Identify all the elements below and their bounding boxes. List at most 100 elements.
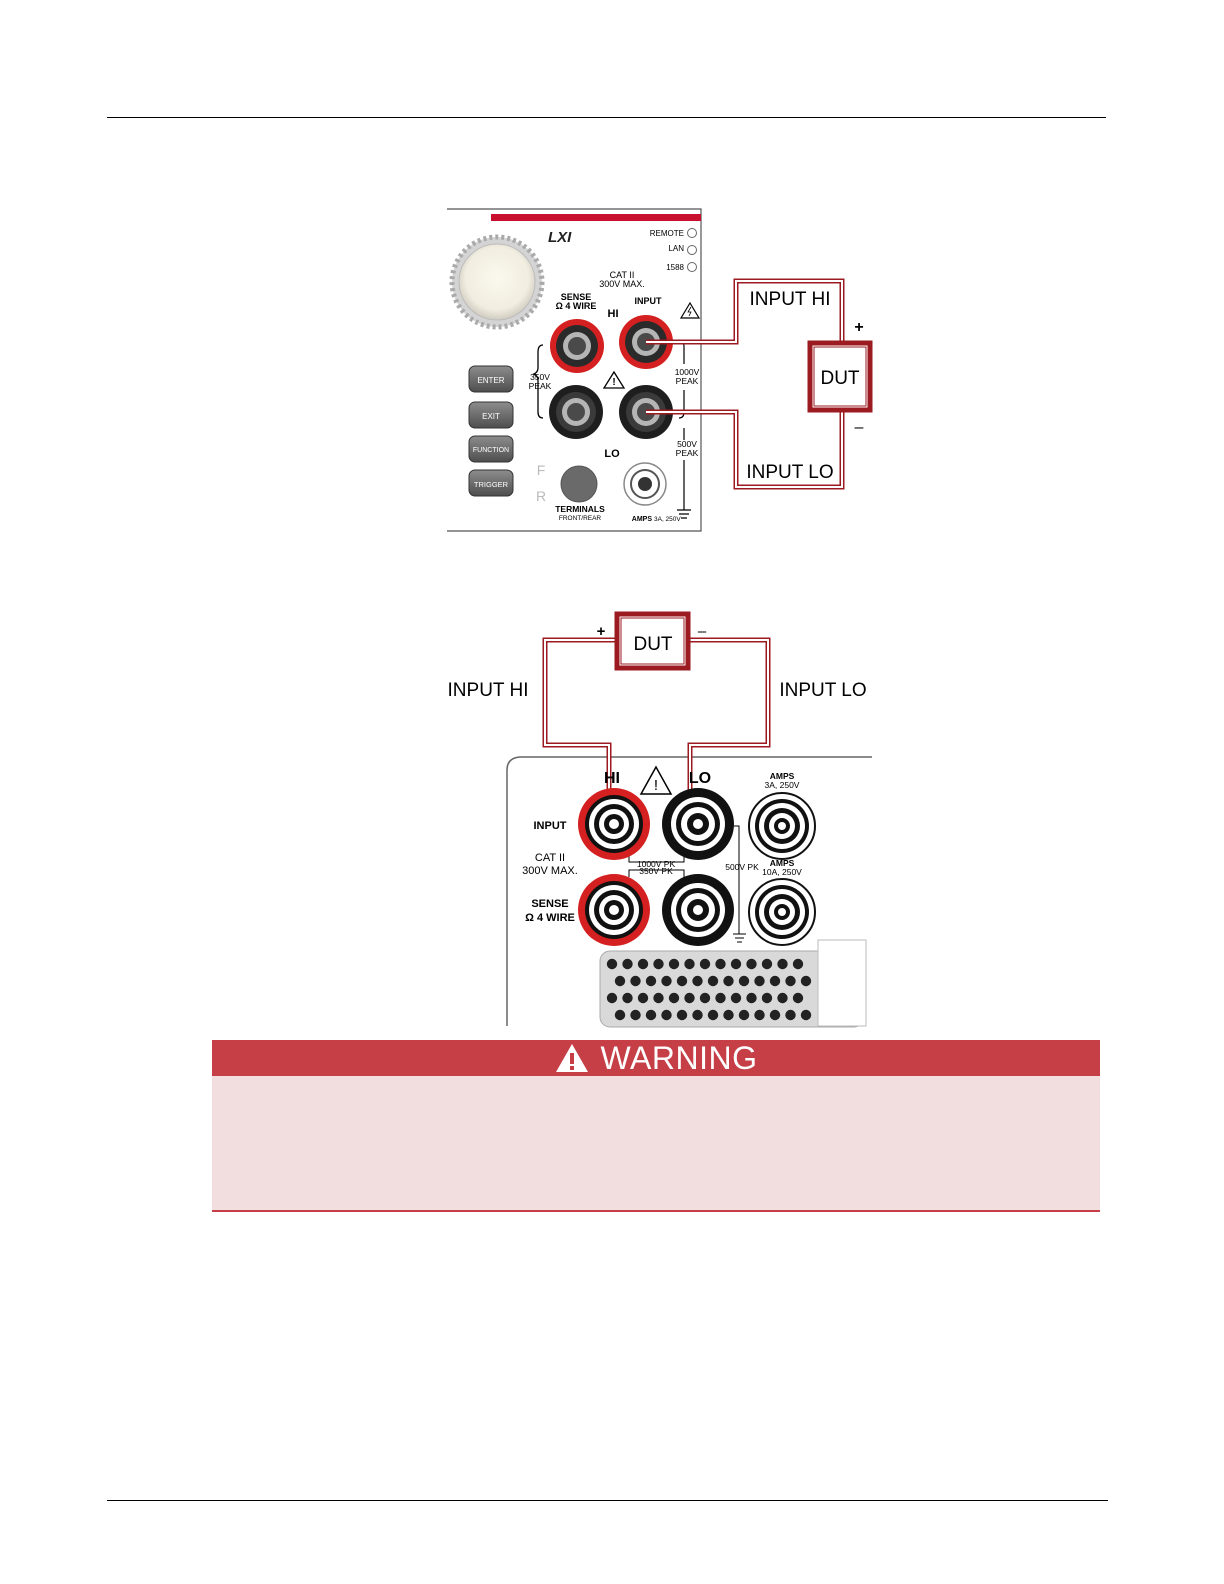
- vent-hole: [723, 975, 734, 987]
- vent-hole: [715, 958, 726, 970]
- rear-hi-label: HI: [604, 770, 620, 787]
- hi-label: HI: [608, 308, 619, 320]
- amps-label: AMPS: [632, 516, 653, 523]
- rear-input-hi-jack: [578, 788, 650, 860]
- rear-dut-label: DUT: [633, 634, 672, 655]
- function-button-label: FUNCTION: [473, 447, 509, 454]
- vent-hole: [606, 958, 618, 970]
- bracket-1000v-pk: [628, 855, 685, 863]
- amps-top-rating: 3A, 250V: [765, 780, 800, 790]
- front-plus-label: +: [854, 319, 863, 336]
- vent-hole: [769, 975, 781, 987]
- rear-sense-lo-jack: [662, 874, 734, 946]
- rear-sense-label-2: Ω 4 WIRE: [525, 912, 575, 924]
- vent-hole: [692, 1009, 703, 1021]
- indicator-remote-label: REMOTE: [650, 229, 684, 238]
- navigation-knob-icon: [458, 243, 536, 321]
- vent-hole: [792, 992, 804, 1004]
- peak1000-label-2: PEAK: [676, 376, 699, 386]
- front-minus-label: –: [855, 419, 864, 436]
- vent-hole: [723, 1009, 734, 1021]
- rear-amps-10a-jack: [748, 878, 816, 946]
- vent-hole: [777, 958, 788, 970]
- vent-hole: [637, 992, 649, 1004]
- rear-input-hi-label: INPUT HI: [448, 680, 529, 701]
- trigger-button-label: TRIGGER: [474, 480, 509, 489]
- trigger-button[interactable]: TRIGGER: [468, 469, 514, 497]
- vent-hole: [785, 975, 796, 987]
- rear-cat-label-1: CAT II: [535, 852, 565, 864]
- vent-hole: [746, 992, 757, 1004]
- rear-dut-box: DUT: [614, 611, 691, 671]
- rear-cat-label-2: 300V MAX.: [522, 865, 578, 877]
- rear-plus-label: +: [597, 623, 606, 640]
- vent-hole: [661, 1009, 672, 1021]
- vent-hole: [676, 975, 688, 987]
- rear-input-lo-jack: [662, 788, 734, 860]
- warning-header: WARNING: [212, 1040, 1100, 1076]
- amps-bottom-rating: 10A, 250V: [762, 867, 802, 877]
- bracket-350v: [532, 344, 544, 419]
- footer-rule: [107, 1500, 1108, 1501]
- vent-hole: [754, 975, 765, 987]
- vent-hole: [785, 1009, 796, 1021]
- rear-amps-3a-jack: [748, 792, 816, 860]
- vent-hole: [707, 975, 719, 987]
- rear-terminal-letter: R: [536, 488, 546, 504]
- lightning-warning-icon: [679, 301, 701, 319]
- warning-body: [212, 1076, 1100, 1212]
- vent-hole: [637, 958, 649, 970]
- exit-button[interactable]: EXIT: [468, 401, 514, 429]
- vent-hole: [730, 992, 742, 1004]
- sense-lo-jack: [549, 385, 603, 439]
- front-rear-label: FRONT/REAR: [559, 515, 602, 522]
- vent-hole: [653, 992, 664, 1004]
- vent-hole: [622, 992, 633, 1004]
- peak1000-label-1: 1000V: [675, 367, 700, 377]
- vent-hole: [622, 958, 633, 970]
- enter-button[interactable]: ENTER: [468, 365, 514, 393]
- warning-triangle-icon: [555, 1044, 588, 1072]
- front-dut-label: DUT: [820, 368, 859, 389]
- function-button[interactable]: FUNCTION: [468, 435, 514, 463]
- front-terminal-letter: F: [537, 462, 546, 478]
- pk350-label: 350V PK: [639, 866, 673, 876]
- vent-hole: [692, 975, 703, 987]
- warning-triangle-icon: [602, 370, 626, 389]
- vent-hole: [684, 958, 695, 970]
- amps-rating-label: 3A, 250V: [654, 516, 681, 523]
- vent-hole: [707, 1009, 719, 1021]
- vent-hole: [661, 975, 672, 987]
- vent-hole: [676, 1009, 688, 1021]
- rear-sense-hi-jack: [578, 874, 650, 946]
- remote-indicator-icon: [687, 228, 697, 238]
- vent-hole: [761, 992, 773, 1004]
- peak350-label-1: 350V: [530, 372, 550, 382]
- front-dut-box: DUT: [807, 340, 873, 413]
- rear-warning-triangle-icon: [639, 765, 673, 795]
- rear-lo-label: LO: [689, 770, 711, 787]
- vent-hole: [653, 958, 664, 970]
- lxi-logo: LXI: [548, 229, 572, 246]
- terminals-switch-button[interactable]: [560, 465, 598, 503]
- vent-hole: [699, 992, 711, 1004]
- warning-title: WARNING: [600, 1039, 758, 1076]
- amps-bottom-label: AMPS: [770, 858, 795, 868]
- enter-button-label: ENTER: [477, 376, 504, 385]
- vent-hole: [614, 1009, 626, 1021]
- vent-hole: [684, 992, 695, 1004]
- front-red-stripe: [491, 214, 701, 221]
- front-input-hi-label: INPUT HI: [750, 289, 831, 310]
- vent-hole: [792, 958, 804, 970]
- peak500-label-1: 500V: [677, 439, 697, 449]
- vent-hole: [800, 975, 812, 987]
- vent-hole: [769, 1009, 781, 1021]
- vent-hole: [761, 958, 773, 970]
- pk500-label: 500V PK: [725, 862, 759, 872]
- vent-hole: [645, 975, 657, 987]
- lo-label: LO: [604, 448, 620, 460]
- vent-hole: [777, 992, 788, 1004]
- bracket-350v-pk: [628, 869, 685, 877]
- vent-hole: [645, 1009, 657, 1021]
- sense-label-2: Ω 4 WIRE: [556, 301, 597, 311]
